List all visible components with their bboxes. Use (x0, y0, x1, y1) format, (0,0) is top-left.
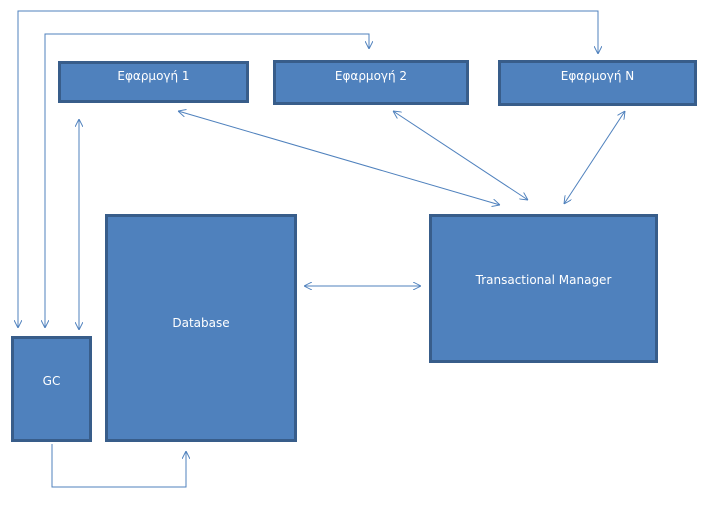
node-database-label: Database (172, 316, 230, 330)
connector-app2-tm (393, 111, 528, 200)
connector-appn-tm (564, 111, 625, 204)
connector-app1-tm (178, 111, 500, 205)
connector-gc-appn (18, 10, 598, 328)
connector-gc-database (51, 444, 186, 488)
node-transactional-manager: Transactional Manager (429, 214, 658, 363)
node-app-n-label: Εφαρμογή Ν (560, 69, 635, 83)
node-app-2-label: Εφαρμογή 2 (334, 69, 408, 83)
node-app-1: Εφαρμογή 1 (58, 61, 249, 103)
node-transactional-manager-label: Transactional Manager (475, 272, 612, 287)
connector-gc-app2 (45, 33, 369, 328)
node-gc: GC (11, 336, 92, 442)
node-app-2: Εφαρμογή 2 (273, 60, 469, 105)
node-app-n: Εφαρμογή Ν (498, 60, 697, 106)
node-gc-label: GC (42, 374, 61, 388)
node-database: Database (105, 214, 297, 442)
node-app-1-label: Εφαρμογή 1 (117, 69, 190, 83)
